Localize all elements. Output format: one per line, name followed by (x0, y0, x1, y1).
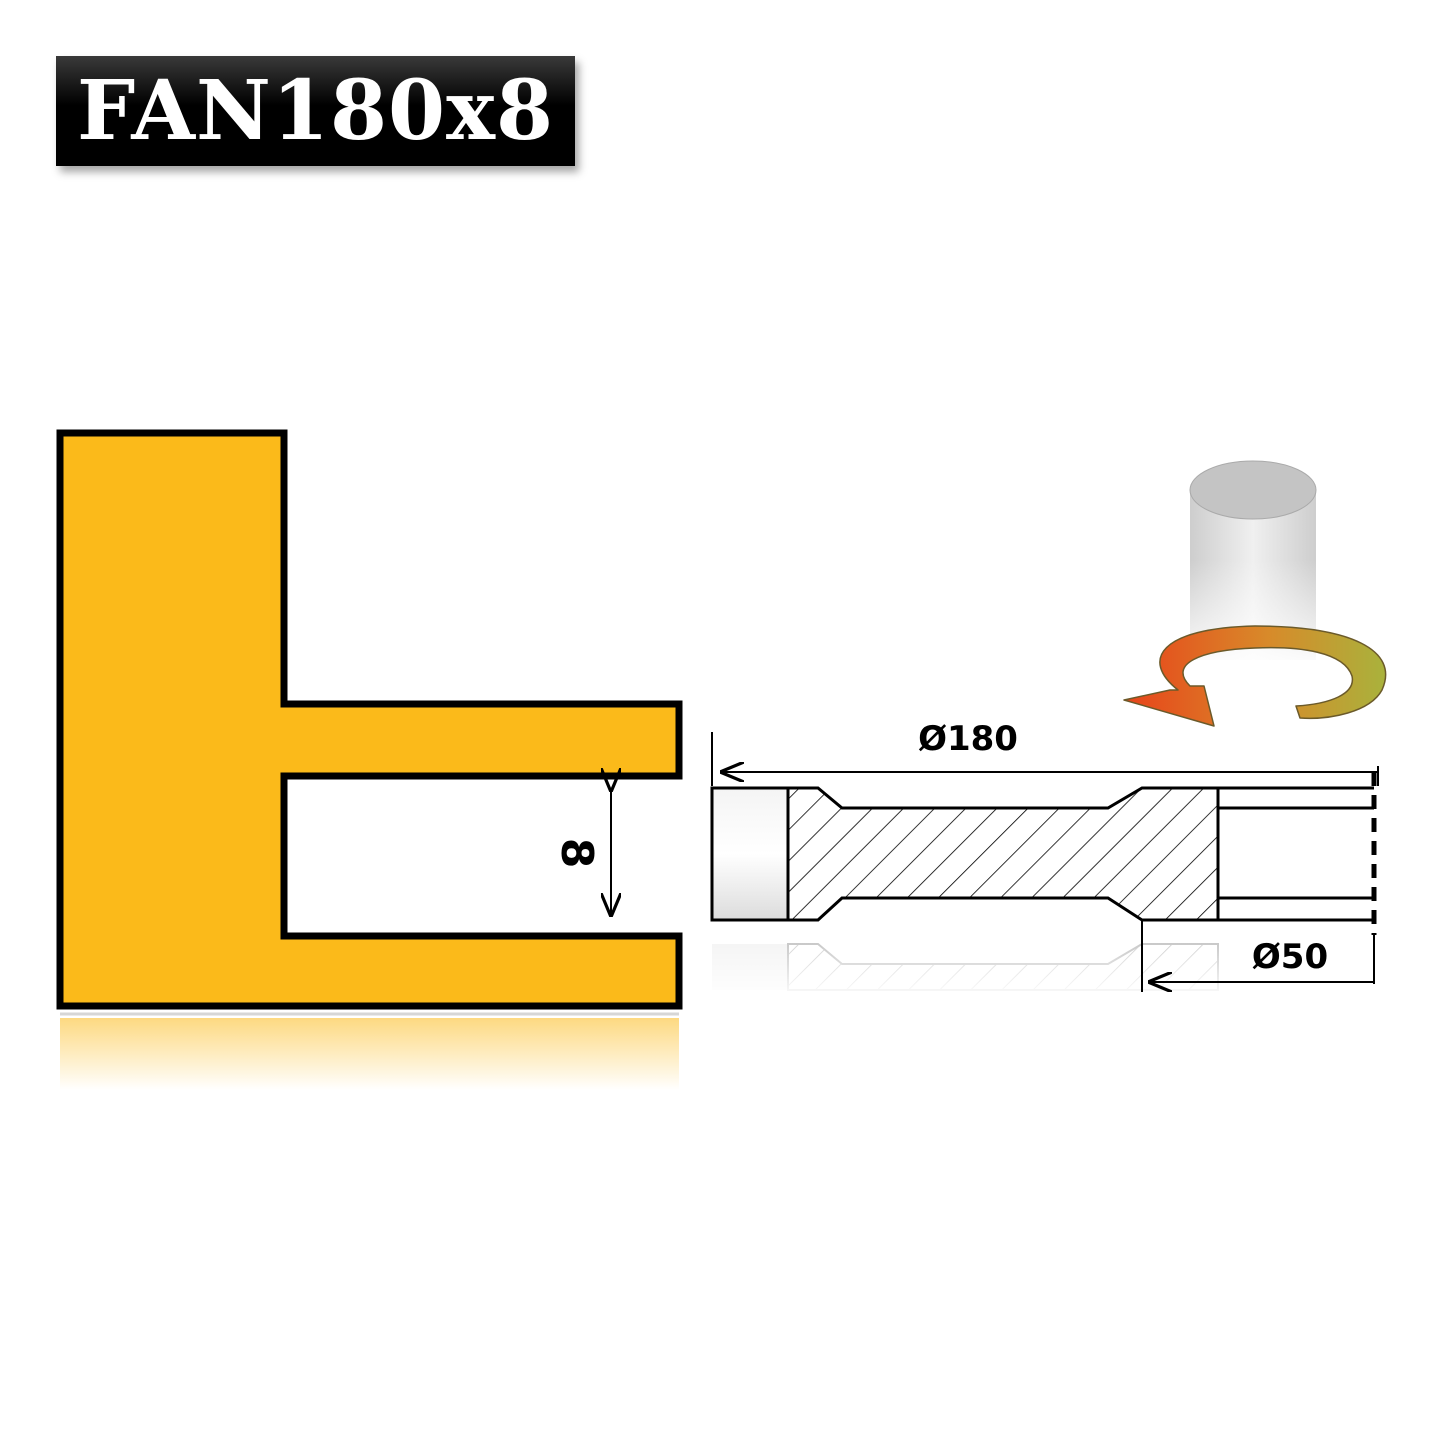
profile-reflection (60, 1018, 679, 1090)
blade-face (710, 786, 790, 922)
cutter-profile (56, 429, 683, 1090)
bore-diameter-dimension: Ø50 (1141, 920, 1375, 992)
slot-width-label: 8 (551, 838, 602, 869)
bore-section (1218, 772, 1377, 935)
profile-shape (56, 429, 683, 1010)
bore-diameter-label: Ø50 (1252, 937, 1328, 977)
title-banner: FAN180x8 (56, 56, 575, 166)
outer-diameter-dimension: Ø180 (711, 719, 1379, 786)
hatched-body (786, 786, 1220, 922)
slot-dimension: 8 (551, 790, 611, 915)
rotation-arrow-icon (1123, 625, 1387, 727)
product-title: FAN180x8 (76, 63, 555, 159)
outer-diameter-label: Ø180 (918, 719, 1018, 759)
